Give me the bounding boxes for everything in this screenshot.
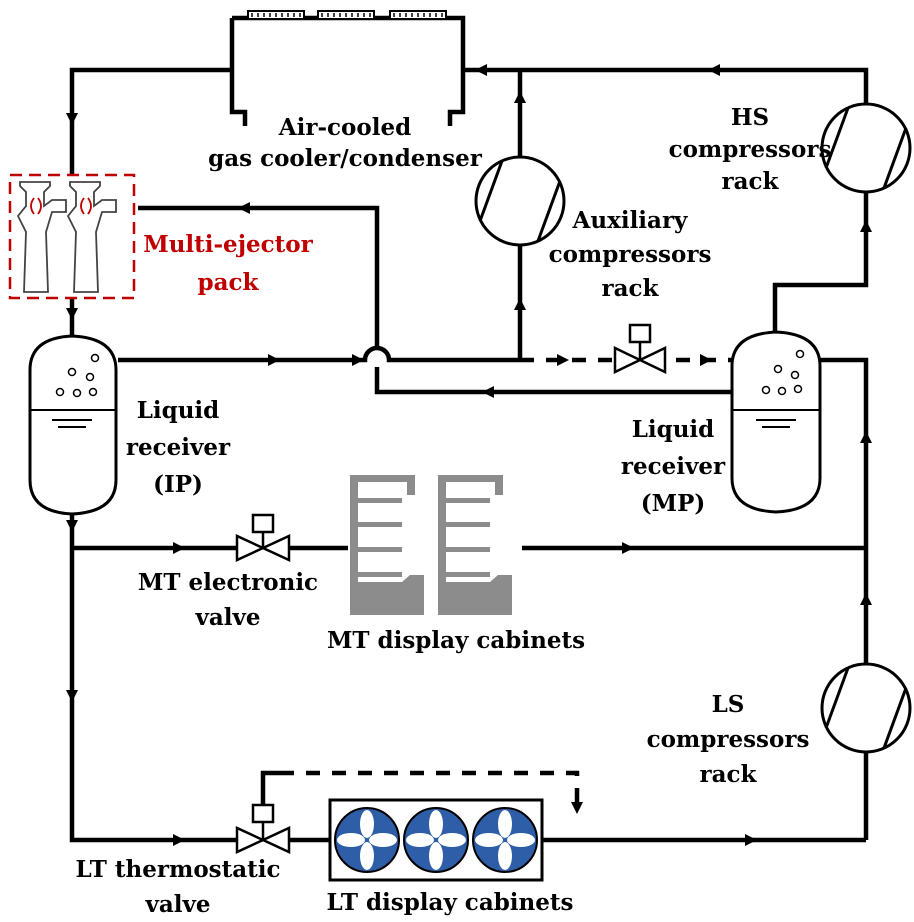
ls-compressor-icon bbox=[820, 662, 912, 754]
arrow-icon bbox=[860, 220, 872, 232]
gas-cooler-fans bbox=[247, 10, 447, 20]
aux-compressor-icon bbox=[474, 155, 566, 247]
label-mt-cabinets: MT display cabinets bbox=[327, 627, 585, 654]
label-mp-2: receiver bbox=[621, 453, 726, 480]
arrow-icon bbox=[557, 354, 569, 366]
arrow-icon bbox=[622, 542, 634, 554]
arrow-icon bbox=[708, 64, 720, 76]
fan-icon bbox=[334, 807, 400, 873]
pipe-crossover bbox=[374, 367, 735, 395]
arrow-icon bbox=[173, 542, 185, 554]
lt-display-cabinet-icon bbox=[328, 798, 544, 882]
mt-valve-icon bbox=[235, 513, 291, 562]
arrow-icon bbox=[700, 354, 712, 366]
label-lt-valve-2: valve bbox=[144, 891, 210, 918]
arrow-icon bbox=[66, 113, 78, 125]
label-hs-1: HS bbox=[731, 104, 769, 131]
flash-gas-valve-icon bbox=[613, 323, 667, 374]
label-ip-2: receiver bbox=[126, 434, 231, 461]
lt-valve-icon bbox=[235, 803, 291, 854]
arrow-icon bbox=[514, 91, 526, 103]
pipe-ip-vapor bbox=[118, 345, 520, 363]
labels: Air-cooled gas cooler/condenser HS compr… bbox=[75, 104, 831, 918]
arrow-icon bbox=[860, 593, 872, 605]
label-mt-valve-2: valve bbox=[194, 604, 260, 631]
pipe-ip-liquid bbox=[69, 510, 240, 843]
fan-icon bbox=[403, 807, 469, 873]
label-aux-2: compressors bbox=[549, 241, 712, 268]
receiver-mp-icon bbox=[730, 330, 822, 514]
receiver-ip-icon bbox=[28, 334, 118, 516]
arrow-icon bbox=[514, 298, 526, 310]
hs-compressor-icon bbox=[820, 102, 912, 194]
pipe-top-right bbox=[463, 67, 869, 105]
label-mt-valve-1: MT electronic bbox=[138, 569, 318, 596]
pipe-lt-bulb bbox=[260, 770, 280, 805]
label-lt-valve-1: LT thermostatic bbox=[75, 856, 280, 883]
pipe-ejector-suction bbox=[138, 205, 380, 347]
gas-cooler-icon bbox=[229, 10, 466, 126]
fan-icon bbox=[472, 807, 538, 873]
label-lt-cabinets: LT display cabinets bbox=[327, 889, 574, 916]
arrow-icon bbox=[238, 202, 250, 214]
label-mp-3: (MP) bbox=[641, 490, 706, 517]
label-hs-2: compressors bbox=[669, 136, 832, 163]
ejector-icon bbox=[8, 173, 136, 300]
label-aux-1: Auxiliary bbox=[572, 207, 689, 234]
label-ls-3: rack bbox=[700, 761, 758, 788]
label-ip-1: Liquid bbox=[137, 397, 220, 424]
pipe-mp-right bbox=[818, 357, 869, 665]
label-gas-cooler-1: Air-cooled bbox=[278, 114, 411, 141]
label-hs-3: rack bbox=[722, 168, 780, 195]
label-ls-1: LS bbox=[712, 691, 745, 718]
pipe-hs-down bbox=[772, 192, 869, 335]
label-ip-3: (IP) bbox=[153, 471, 203, 498]
arrow-icon bbox=[173, 834, 185, 846]
arrow-icon bbox=[352, 354, 364, 366]
arrow-icon bbox=[571, 802, 583, 814]
arrow-icon bbox=[66, 308, 78, 320]
label-ls-2: compressors bbox=[647, 726, 810, 753]
label-gas-cooler-2: gas cooler/condenser bbox=[208, 145, 483, 172]
arrow-icon bbox=[745, 834, 757, 846]
arrow-icon bbox=[482, 386, 494, 398]
arrow-icon bbox=[475, 64, 487, 76]
label-ejector-2: pack bbox=[198, 269, 260, 296]
label-mp-1: Liquid bbox=[632, 416, 715, 443]
flow-arrows bbox=[66, 64, 872, 846]
mt-display-cabinet-icon bbox=[350, 475, 512, 615]
label-aux-3: rack bbox=[602, 275, 660, 302]
arrow-icon bbox=[66, 690, 78, 702]
label-ejector-1: Multi-ejector bbox=[143, 231, 313, 258]
arrow-icon bbox=[860, 431, 872, 443]
arrow-icon bbox=[66, 520, 78, 532]
pipe-lt-bulb-dash bbox=[280, 770, 580, 808]
pipe-top bbox=[69, 67, 232, 175]
arrow-icon bbox=[268, 354, 280, 366]
